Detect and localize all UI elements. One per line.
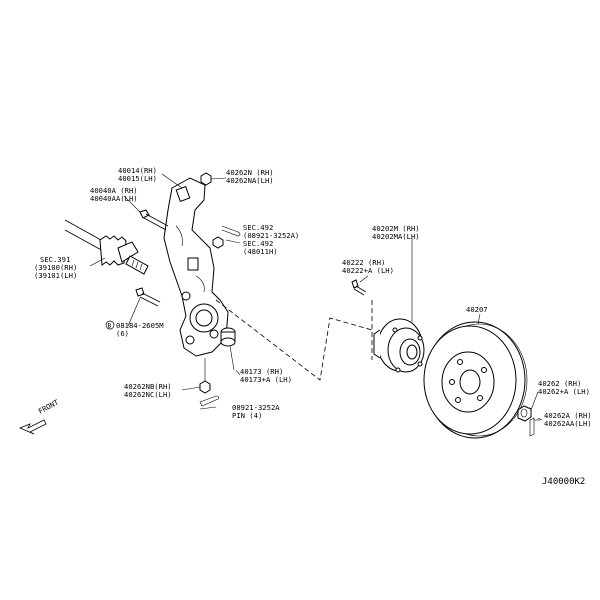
label-bolt-rh: 40040A (RH) xyxy=(90,186,138,195)
label-stud-lh: 40222+A (LH) xyxy=(342,266,394,275)
label-top-nut-lh: 40262NA(LH) xyxy=(226,176,274,185)
label-front: FRONT xyxy=(37,397,61,415)
label-sec391-rh: (39100(RH) xyxy=(34,263,77,272)
top-bolt xyxy=(139,209,169,231)
cotter-pin-lower xyxy=(199,395,219,407)
label-hubnut-rh: 40262 (RH) xyxy=(538,379,581,388)
label-sec391-lh: (39101(LH) xyxy=(34,271,77,280)
label-cotter-rh: 40262A (RH) xyxy=(544,411,592,420)
label-sec492a: SEC.492 xyxy=(243,223,273,232)
label-sec391: SEC.391 xyxy=(40,255,70,264)
hub-assembly xyxy=(373,238,425,373)
hub-cotter-pin xyxy=(529,417,540,437)
label-seal-rh: 40173 (RH) xyxy=(240,367,283,376)
label-bolt-lh: 40040AA(LH) xyxy=(90,194,138,203)
label-seal-lh: 40173+A (LH) xyxy=(240,375,292,384)
label-lower-nut-lh: 40262NC(LH) xyxy=(124,390,172,399)
label-lower-bolt-qty: (6) xyxy=(116,329,129,338)
nut-sec492 xyxy=(212,236,224,249)
seal xyxy=(220,327,236,371)
hub-nut xyxy=(517,391,539,422)
brake-rotor xyxy=(423,313,528,439)
label-cotter-lh: 40262AA(LH) xyxy=(544,419,592,428)
alignment-line-1 xyxy=(215,299,373,381)
label-sec492b-sub: (48011H) xyxy=(243,247,278,256)
circled-b-icon: B xyxy=(105,320,115,330)
lower-bolt xyxy=(135,287,161,307)
label-hub-lh: 40202MA(LH) xyxy=(372,232,420,241)
label-knuckle-rh: 40014(RH) xyxy=(118,166,157,175)
cotter-pin-upper xyxy=(221,225,241,237)
front-arrow-icon xyxy=(18,419,47,435)
label-sec492b: SEC.492 xyxy=(243,239,273,248)
diagram-code: J40000K2 xyxy=(542,477,585,487)
label-sec492a-sub: (08921-3252A) xyxy=(243,231,299,240)
wheel-stud xyxy=(351,275,369,296)
label-rotor: 40207 xyxy=(466,305,488,314)
lower-nut xyxy=(199,358,211,394)
label-stud-rh: 40222 (RH) xyxy=(342,258,385,267)
label-pin-qty: PIN (4) xyxy=(232,411,262,420)
label-hubnut-lh: 40262+A (LH) xyxy=(538,387,590,396)
label-pin: 08921-3252A xyxy=(232,403,280,412)
steering-knuckle xyxy=(163,177,229,357)
top-nut xyxy=(200,172,227,186)
label-knuckle-lh: 40015(LH) xyxy=(118,174,157,183)
label-lower-nut-rh: 40262NB(RH) xyxy=(124,382,172,391)
label-lower-bolt: 08184-2605M xyxy=(116,321,164,330)
label-hub-rh: 40202M (RH) xyxy=(372,224,420,233)
label-top-nut-rh: 40262N (RH) xyxy=(226,168,274,177)
svg-text:B: B xyxy=(108,323,112,330)
drive-shaft xyxy=(64,219,149,275)
